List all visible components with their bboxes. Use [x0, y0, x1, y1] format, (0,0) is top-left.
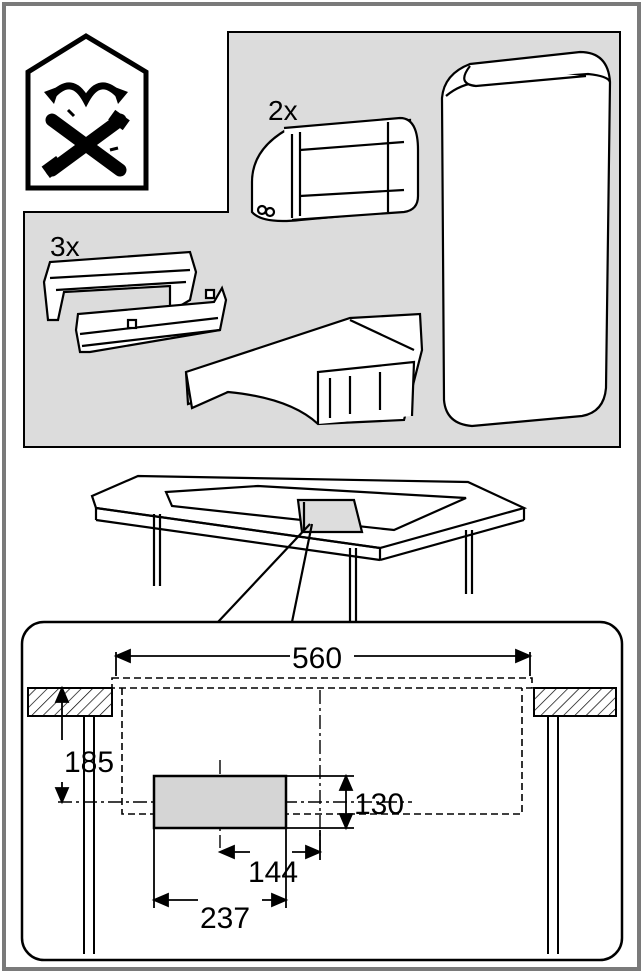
parts-panel: 2x 3x — [23, 31, 621, 448]
duct-cross-section — [152, 774, 288, 830]
worktop-left — [27, 687, 113, 717]
qty-bracket-label: 3x — [50, 231, 80, 262]
hob-perspective — [90, 474, 528, 626]
dim-237: 237 — [200, 902, 250, 935]
house-with-crossed-tools-icon — [25, 33, 149, 191]
worktop-right — [533, 687, 617, 717]
dim-185: 185 — [64, 746, 114, 779]
duct-straight-piece — [440, 50, 612, 428]
duct-elbow-piece — [250, 116, 420, 223]
dim-144: 144 — [248, 856, 298, 889]
dim-130: 130 — [354, 788, 404, 821]
qty-elbow-label: 2x — [268, 95, 298, 126]
duct-bracket-pieces — [42, 250, 228, 354]
detail-panel: 560 185 130 144 237 — [20, 620, 624, 962]
duct-transition-piece — [184, 312, 424, 426]
detail-panel-frame — [20, 620, 624, 962]
dim-560: 560 — [292, 642, 342, 675]
